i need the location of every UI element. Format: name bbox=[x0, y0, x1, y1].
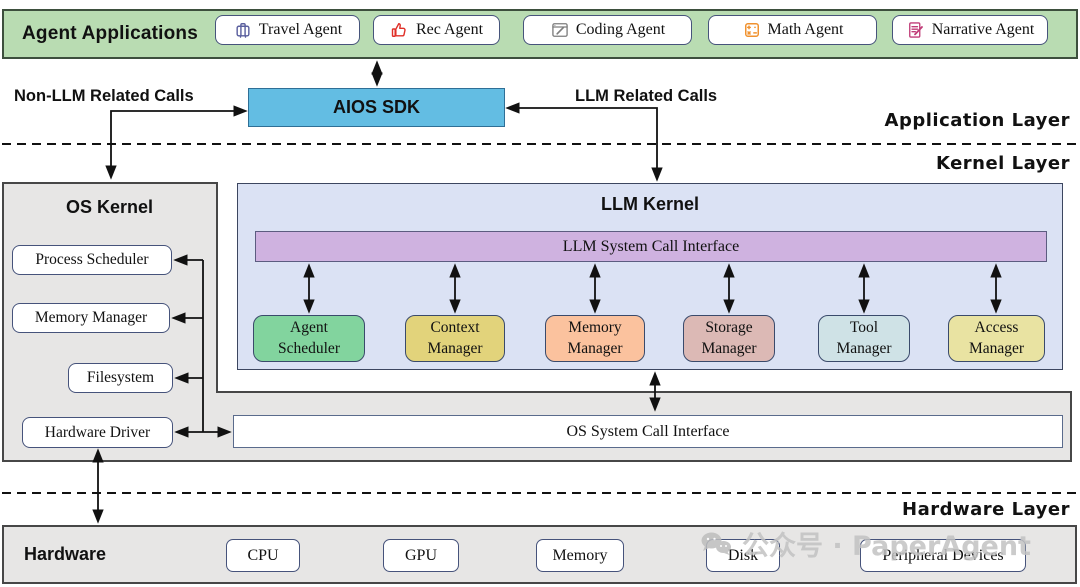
memory-manager-llm-box: Memory Manager bbox=[545, 315, 645, 362]
hardware-title: Hardware bbox=[24, 544, 107, 564]
math-agent-box: Math Agent bbox=[708, 15, 877, 45]
coding-agent-box: Coding Agent bbox=[523, 15, 692, 45]
agent-scheduler-box: Agent Scheduler bbox=[253, 315, 365, 362]
context-manager-box: Context Manager bbox=[405, 315, 505, 362]
coding-agent-label: Coding Agent bbox=[575, 21, 666, 38]
rec-agent-box: Rec Agent bbox=[373, 15, 500, 45]
suitcase-icon bbox=[233, 20, 253, 40]
llm-system-call-interface-bar: LLM System Call Interface bbox=[255, 231, 1047, 262]
calculator-icon bbox=[742, 20, 762, 40]
storage-manager-box: Storage Manager bbox=[683, 315, 775, 362]
hardware-bar: Hardware CPU GPU Memory Disk Peripheral … bbox=[2, 525, 1077, 584]
llm-kernel-title: LLM Kernel bbox=[600, 194, 699, 214]
agent-applications-bar: Agent Applications Travel Agent Rec Agen… bbox=[2, 9, 1078, 59]
llm-kernel-panel bbox=[237, 183, 1063, 370]
memory-box: Memory bbox=[536, 539, 624, 572]
access-manager-box: Access Manager bbox=[948, 315, 1045, 362]
llm-calls-label: LLM Related Calls bbox=[575, 87, 718, 105]
filesystem-box: Filesystem bbox=[68, 363, 173, 393]
memory-manager-os-box: Memory Manager bbox=[12, 303, 170, 333]
disk-box: Disk bbox=[706, 539, 780, 572]
narrative-agent-label: Narrative Agent bbox=[931, 21, 1035, 38]
kernel-layer-label: Kernel Layer bbox=[935, 153, 1070, 174]
thumbs-up-icon bbox=[390, 20, 410, 40]
narrative-agent-box: Narrative Agent bbox=[892, 15, 1048, 45]
hardware-driver-box: Hardware Driver bbox=[22, 417, 173, 448]
travel-agent-label: Travel Agent bbox=[258, 21, 343, 38]
os-kernel-title: OS Kernel bbox=[65, 197, 154, 217]
process-scheduler-box: Process Scheduler bbox=[12, 245, 172, 275]
application-layer-label: Application Layer bbox=[884, 110, 1070, 131]
math-agent-label: Math Agent bbox=[767, 21, 844, 38]
non-llm-calls-label: Non-LLM Related Calls bbox=[14, 87, 194, 105]
wechat-icon bbox=[698, 529, 734, 559]
os-system-call-interface-bar: OS System Call Interface bbox=[233, 415, 1063, 448]
rec-agent-label: Rec Agent bbox=[415, 21, 484, 38]
agent-applications-title: Agent Applications bbox=[22, 23, 199, 44]
travel-agent-box: Travel Agent bbox=[215, 15, 360, 45]
document-pen-icon bbox=[906, 20, 926, 40]
watermark-text: 公众号 · PaperAgent bbox=[742, 531, 1031, 562]
aios-sdk-box: AIOS SDK bbox=[248, 88, 505, 127]
cpu-box: CPU bbox=[226, 539, 300, 572]
code-window-icon bbox=[550, 20, 570, 40]
watermark: 公众号 · PaperAgent bbox=[698, 524, 1031, 563]
hardware-layer-label: Hardware Layer bbox=[902, 499, 1070, 520]
gpu-box: GPU bbox=[383, 539, 459, 572]
peripheral-devices-box: Peripheral Devices bbox=[860, 539, 1026, 572]
tool-manager-box: Tool Manager bbox=[818, 315, 910, 362]
